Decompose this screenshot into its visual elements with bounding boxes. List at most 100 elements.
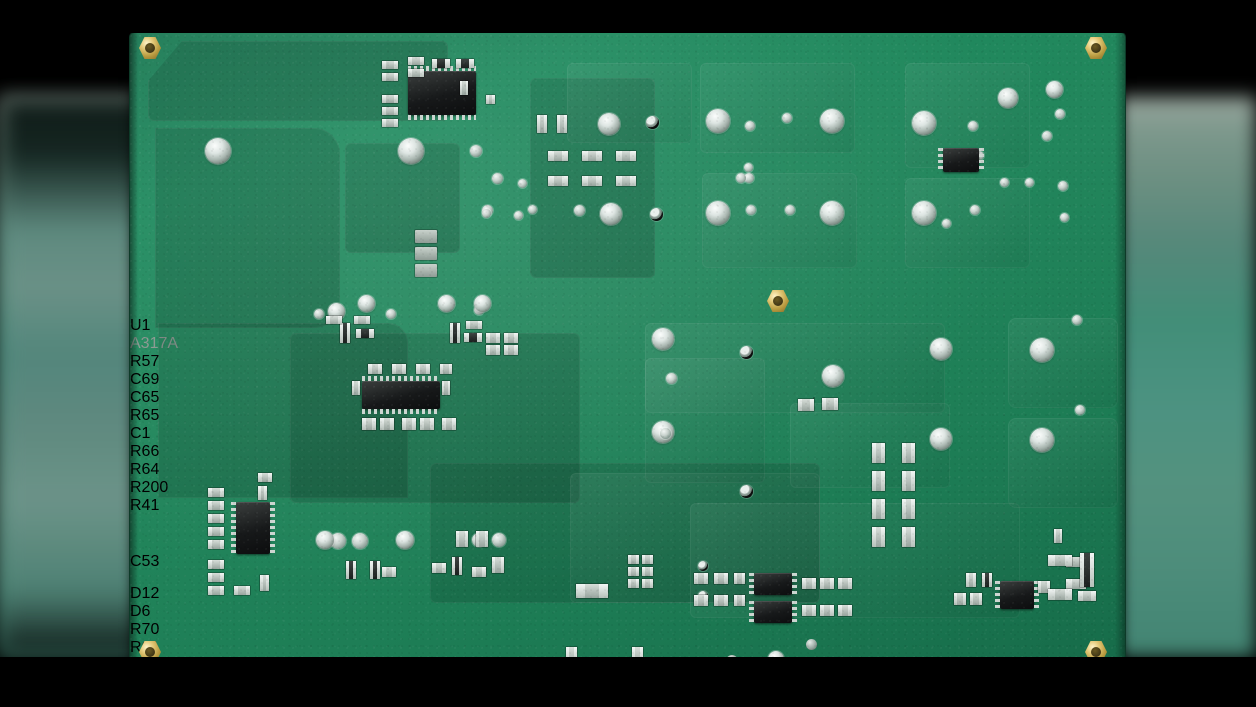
res-r60 xyxy=(548,151,568,161)
res-c15 xyxy=(1038,581,1050,593)
res xyxy=(504,333,519,343)
testpoint-loop-tp12 xyxy=(474,295,491,312)
res-r61 xyxy=(557,115,567,133)
pad xyxy=(782,113,792,123)
res-r360 xyxy=(1080,553,1095,587)
res-d15 xyxy=(452,557,462,575)
res-c51 xyxy=(694,573,709,584)
res-r46 xyxy=(442,381,450,395)
res-c45 xyxy=(802,578,817,589)
silk-c1: C1 xyxy=(130,425,151,442)
pad xyxy=(942,219,951,228)
cap-c40 xyxy=(415,264,437,277)
res xyxy=(476,531,488,547)
ic-leads-right xyxy=(1034,581,1039,609)
screw-terminal xyxy=(1030,338,1054,362)
res-c50 xyxy=(714,573,729,584)
res-c4 xyxy=(368,364,383,374)
ic-leads-left xyxy=(938,148,943,172)
pad xyxy=(528,205,537,214)
dc-plus-pad xyxy=(1008,318,1118,408)
screw-terminal xyxy=(706,201,730,225)
res-r35 xyxy=(432,563,447,573)
ic-leads-top xyxy=(408,66,476,71)
res-r84 xyxy=(628,567,639,576)
pad xyxy=(744,173,754,183)
res xyxy=(642,579,653,588)
res-r201 xyxy=(456,59,475,68)
res-r64 xyxy=(408,69,424,77)
silk-d6: D6 xyxy=(130,603,151,620)
silk-r57: R57 xyxy=(130,353,160,370)
res-r49 xyxy=(380,418,395,430)
standoff-top-right xyxy=(1085,37,1107,59)
pad xyxy=(314,309,324,319)
pad xyxy=(352,533,368,549)
letterbox-top xyxy=(0,0,1256,33)
res-r70 xyxy=(537,115,547,133)
standoff-top-left xyxy=(139,37,161,59)
res-r78 xyxy=(872,471,885,491)
res xyxy=(492,557,504,573)
res-r53 xyxy=(402,418,417,430)
screw-terminal xyxy=(820,109,844,133)
res-r80 xyxy=(872,527,885,547)
pad xyxy=(1025,178,1034,187)
res xyxy=(504,345,519,355)
screw-terminal xyxy=(706,109,730,133)
pad xyxy=(1060,213,1069,222)
silk-c69: C69 xyxy=(130,371,160,388)
res xyxy=(472,567,487,577)
ic-u6-top xyxy=(749,573,797,595)
ic-leads-right xyxy=(979,148,984,172)
pad xyxy=(386,309,396,319)
res xyxy=(642,567,653,576)
ic-leads-top xyxy=(362,376,440,381)
thermal-pad xyxy=(645,358,765,483)
res xyxy=(486,345,501,355)
pad xyxy=(785,205,795,215)
res xyxy=(1078,591,1097,601)
thermal-pad xyxy=(700,63,855,153)
ic-leads-left xyxy=(749,573,754,595)
ic-u3 xyxy=(938,148,984,172)
res-c71 xyxy=(208,501,224,510)
res xyxy=(486,333,501,343)
ic-leads-left xyxy=(749,601,754,623)
res xyxy=(440,364,452,374)
res-r47 xyxy=(450,323,460,343)
res-r65 xyxy=(382,107,398,115)
silk-r70: R70 xyxy=(130,621,160,638)
res xyxy=(416,364,431,374)
res-r32 xyxy=(346,561,356,579)
copper-pour xyxy=(290,333,580,503)
led-300 xyxy=(1054,529,1062,543)
ic-leads-right xyxy=(270,502,275,554)
res-c42b xyxy=(970,593,982,605)
ic-u6-bottom xyxy=(749,601,797,623)
ic-u5 xyxy=(995,581,1039,609)
board-right-edge xyxy=(1115,33,1125,669)
pad xyxy=(970,205,980,215)
testpoint-loop-tp3 xyxy=(396,531,414,549)
screw-terminal xyxy=(398,138,424,164)
silk-r41: R41 xyxy=(130,497,160,514)
pad xyxy=(470,145,482,157)
testpoint-tp8 xyxy=(650,208,663,221)
res-c38 xyxy=(820,605,835,616)
res xyxy=(460,81,468,95)
standoff-center xyxy=(767,290,789,312)
pad xyxy=(574,205,585,216)
diode-d13 xyxy=(982,573,992,587)
pad xyxy=(1000,178,1009,187)
res-c42 xyxy=(714,595,729,606)
res xyxy=(392,364,407,374)
pad xyxy=(482,209,491,218)
res xyxy=(566,647,577,665)
testpoint-loop-tp7 xyxy=(358,295,375,312)
fuse-f2 xyxy=(576,584,609,598)
silk-r200: R200 xyxy=(130,479,169,496)
res-c48 xyxy=(838,578,853,589)
pad xyxy=(1072,315,1082,325)
